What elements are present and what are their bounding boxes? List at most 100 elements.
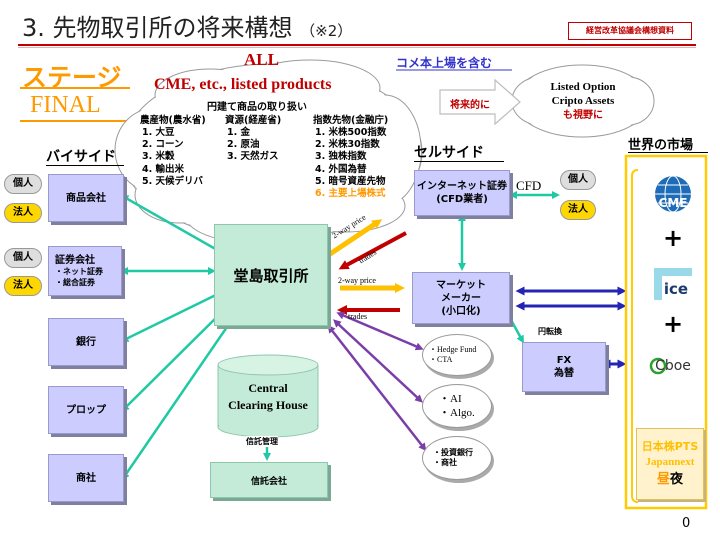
agri-item: 2. コーン	[142, 139, 184, 151]
mm-line3: (小口化)	[441, 305, 481, 317]
index-item: 4. 外国為替	[315, 163, 367, 175]
pts-night: 夜	[670, 471, 684, 487]
individual-badge: 個人	[560, 170, 596, 190]
ai: ・AI	[439, 392, 462, 405]
ice-logo	[650, 262, 696, 304]
clearing-line2: Clearing House	[228, 397, 308, 412]
plus-sign: +	[662, 310, 684, 338]
clearing-house-label: Central Clearing House	[218, 380, 318, 414]
index-item: 1. 米株500指数	[315, 127, 387, 139]
shosha-box: 商社	[48, 454, 124, 502]
title-divider	[18, 44, 696, 46]
securities-sub-net: ・ネット証券	[55, 267, 103, 277]
document-badge: 経営改革協議会構想資料	[568, 22, 692, 40]
investment-bank: ・投資銀行	[433, 447, 473, 457]
index-title: 指数先物(金融庁)	[313, 115, 389, 126]
page-title: 3. 先物取引所の将来構想 （※2）	[22, 14, 353, 42]
corporate-badge: 法人	[4, 203, 42, 223]
pts-line2: Japannext	[645, 455, 695, 468]
individual-badge: 個人	[4, 174, 42, 194]
mm-line1: マーケット	[436, 279, 486, 291]
internet-line2: (CFD業者)	[436, 194, 488, 205]
index-item: 5. 暗号資産先物	[315, 175, 386, 187]
resources-title: 資源(経産省)	[225, 115, 282, 126]
securities-sub-full: ・総合証券	[55, 277, 95, 287]
index-item: 2. 米株30指数	[315, 139, 380, 151]
securities-company-box: 証券会社 ・ネット証券 ・総合証券	[48, 246, 122, 296]
cloud-listed-products: CME, etc., listed products	[154, 76, 332, 93]
cfd-label: CFD	[516, 178, 542, 193]
cloud-all: ALL	[244, 50, 279, 69]
prop-box: プロップ	[48, 386, 124, 434]
listed-option: Listed Option	[550, 81, 616, 93]
title-divider-shadow	[18, 47, 696, 48]
ice-logo-text: ice	[663, 280, 689, 298]
option-cloud-text: Listed Option Cripto Assets も視野に	[530, 80, 636, 122]
bank-box: 銀行	[48, 318, 124, 366]
japan-pts-box: 日本株PTS Japannext 昼夜	[636, 428, 704, 500]
world-markets-underline	[628, 152, 708, 153]
investment-bank-oval: ・投資銀行 ・商社	[422, 436, 492, 480]
stage-final: FINAL	[30, 92, 101, 118]
world-markets-title: 世界の市場	[628, 138, 694, 153]
fx-line1: FX	[556, 355, 572, 366]
fx-line2: 為替	[554, 368, 574, 379]
index-item: 3. 独株指数	[315, 151, 367, 163]
mm-line2: メーカー	[441, 292, 481, 304]
cloud-col-index: 指数先物(金融庁) 1. 米株500指数 2. 米株30指数 3. 独株指数 4…	[313, 115, 388, 200]
fx-box: FX 為替	[522, 342, 606, 392]
resources-item: 3. 天然ガス	[227, 151, 279, 163]
clearing-line1: Central	[248, 381, 288, 395]
two-way-price-label: 2-way price	[338, 276, 376, 285]
resources-item: 1. 金	[227, 127, 251, 139]
corporate-badge: 法人	[560, 200, 596, 220]
sell-side-title: セルサイド	[414, 145, 484, 161]
resources-item: 2. 原油	[227, 139, 260, 151]
cloud-col-agri: 農産物(農水省) 1. 大豆 2. コーン 3. 米穀 4. 輸出米 5. 天候…	[140, 115, 206, 188]
market-maker-box: マーケット メーカー (小口化)	[412, 272, 510, 324]
buy-side-underline	[46, 165, 124, 166]
cloud-col-resources: 資源(経産省) 1. 金 2. 原油 3. 天然ガス	[225, 115, 281, 164]
cta: ・CTA	[429, 355, 453, 364]
future-arrow	[439, 78, 521, 126]
pts-line1: 日本株PTS	[641, 439, 699, 453]
cboe-logo	[649, 348, 696, 386]
clearing-cylinder	[217, 354, 319, 438]
future-label: 将来的に	[450, 100, 490, 111]
cboe-logo-text: Cboe	[655, 358, 691, 374]
title-note: （※2）	[300, 22, 353, 40]
internet-line1: インターネット証券	[417, 181, 507, 192]
yen-conversion-label: 円転換	[538, 327, 562, 336]
plus-sign: +	[662, 224, 684, 252]
trust-company-box: 信託会社	[210, 462, 328, 498]
in-scope-label: も視野に	[563, 109, 603, 121]
cme-logo	[650, 172, 696, 220]
trades-label: trades	[348, 312, 368, 321]
rice-listing-note: コメ本上場を含む	[396, 56, 493, 70]
algo: ・Algo.	[439, 407, 475, 419]
corporate-badge: 法人	[4, 276, 42, 296]
dojima-exchange-box: 堂島取引所	[214, 224, 328, 326]
index-item-highlight: 6. 主要上場株式	[315, 187, 386, 199]
agri-item: 3. 米穀	[142, 151, 175, 163]
shosha: ・商社	[433, 458, 457, 467]
individual-badge: 個人	[4, 248, 42, 268]
page-number: 0	[682, 516, 691, 531]
ai-algo-oval: ・AI ・Algo.	[422, 384, 492, 428]
agri-title: 農産物(農水省)	[140, 115, 206, 126]
buy-side-title: バイサイド	[46, 149, 116, 165]
final-underline	[20, 120, 130, 122]
crypto-assets: Cripto Assets	[551, 95, 615, 108]
securities-label: 証券会社	[55, 255, 95, 267]
sell-side-underline	[414, 161, 504, 162]
agri-item: 4. 輸出米	[142, 163, 185, 175]
internet-securities-box: インターネット証券 (CFD業者)	[414, 170, 510, 216]
cloud-subtitle: 円建て商品の取り扱い	[207, 102, 307, 113]
stage-underline	[20, 87, 130, 89]
cme-logo-text: CME	[658, 196, 688, 210]
hedge-fund-oval: ・Hedge Fund ・CTA	[422, 334, 492, 376]
hedge-fund: ・Hedge Fund	[429, 344, 477, 354]
agri-item: 5. 天候デリバ	[142, 175, 204, 187]
pts-day: 昼	[656, 471, 670, 487]
